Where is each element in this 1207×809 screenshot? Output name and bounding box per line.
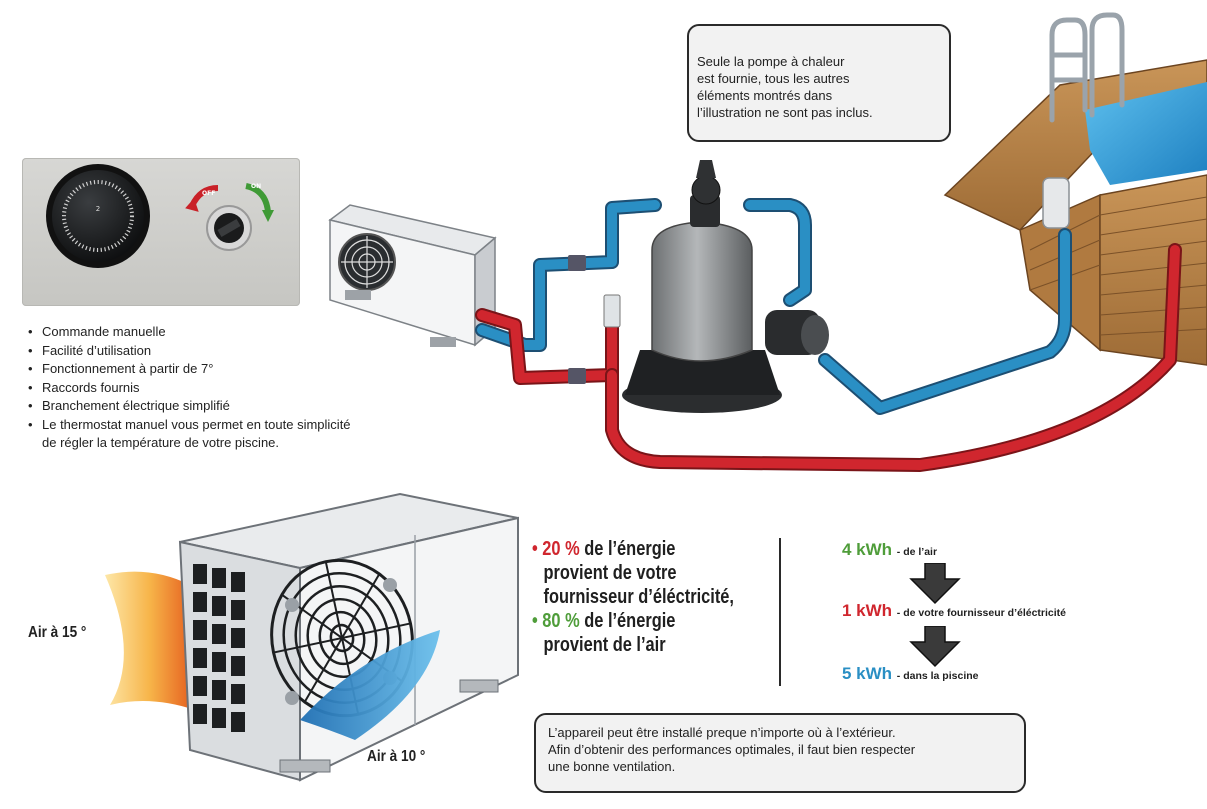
kwh-pool: 5 kWh - - dans la piscine (842, 664, 979, 684)
bullet-green: • (532, 610, 543, 632)
pool (943, 12, 1207, 366)
heat-pump-unit-top (328, 204, 497, 347)
feature-item-continued: de régler la température de votre piscin… (42, 435, 280, 450)
thermostat-dial: 2 (46, 164, 150, 268)
note-line: une bonne ventilation. (548, 759, 676, 774)
heat-pump-airflow-illustration (105, 492, 519, 782)
arrow-down-icon (909, 563, 961, 605)
energy-text: provient de votre (543, 562, 677, 584)
feature-item: Raccords fournis (28, 379, 351, 398)
sand-filter (622, 160, 829, 413)
kwh-air: 4 kWh - - de l’air (842, 540, 937, 560)
note-line: l’illustration ne sont pas inclus. (697, 105, 873, 120)
kwh-supplier: 1 kWh - - de votre fournisseur d’éléctri… (842, 601, 1066, 621)
feature-item: Branchement électrique simplifié (28, 397, 351, 416)
energy-breakdown: • 20 % de l’énergie provient de votre fo… (532, 537, 734, 657)
off-label: OFF (202, 190, 215, 197)
note-line: éléments montrés dans (697, 88, 833, 103)
note-line: Afin d’obtenir des performances optimale… (548, 742, 916, 757)
kwh-supplier-label: - de votre fournisseur d’éléctricité (896, 607, 1067, 619)
bullet-red: • (532, 538, 543, 560)
kwh-pool-label: - dans la piscine (896, 670, 979, 682)
feature-item: Fonctionnement à partir de 7° (28, 360, 351, 379)
dial-mark: 2 (96, 205, 100, 213)
arrow-down-icon (909, 626, 961, 668)
feature-item: Commande manuelle (28, 323, 351, 342)
energy-text: fournisseur d’éléctricité, (543, 586, 734, 608)
on-off-switch: OFF ON (185, 183, 274, 251)
kwh-pool-value: 5 kWh (842, 664, 893, 683)
divider (779, 538, 781, 686)
note-line: est fournie, tous les autres (697, 71, 850, 86)
feature-list: Commande manuelle Facilité d’utilisation… (28, 323, 351, 453)
kwh-supplier-value: 1 kWh (842, 601, 893, 620)
installation-note: L’appareil peut être installé preque n’i… (534, 713, 1026, 793)
disclaimer-note: Seule la pompe à chaleur est fournie, to… (687, 24, 951, 142)
cool-air-flow (300, 630, 440, 740)
energy-text: de l’énergie (584, 610, 676, 632)
kwh-air-label: - de l’air (896, 546, 938, 558)
control-panel-photo: 2 OFF ON (22, 158, 300, 306)
energy-pct-air: 80 % (542, 610, 580, 632)
on-label: ON (251, 183, 261, 190)
note-line: Seule la pompe à chaleur (697, 54, 845, 69)
water-pipes (475, 198, 1182, 472)
energy-pct-supplier: 20 % (542, 538, 580, 560)
air-in-label: Air à 15 ° (28, 624, 87, 641)
energy-text: provient de l’air (543, 634, 666, 656)
feature-item: Facilité d’utilisation (28, 342, 351, 361)
kwh-air-value: 4 kWh (842, 540, 893, 559)
installation-illustration (328, 12, 1207, 472)
thermostat-controls: 2 OFF ON (46, 164, 274, 268)
note-line: L’appareil peut être installé preque n’i… (548, 725, 896, 740)
feature-item: Le thermostat manuel vous permet en tout… (28, 416, 351, 435)
air-out-label: Air à 10 ° (367, 748, 426, 765)
warm-air-flow (105, 571, 195, 710)
energy-text: de l’énergie (584, 538, 676, 560)
